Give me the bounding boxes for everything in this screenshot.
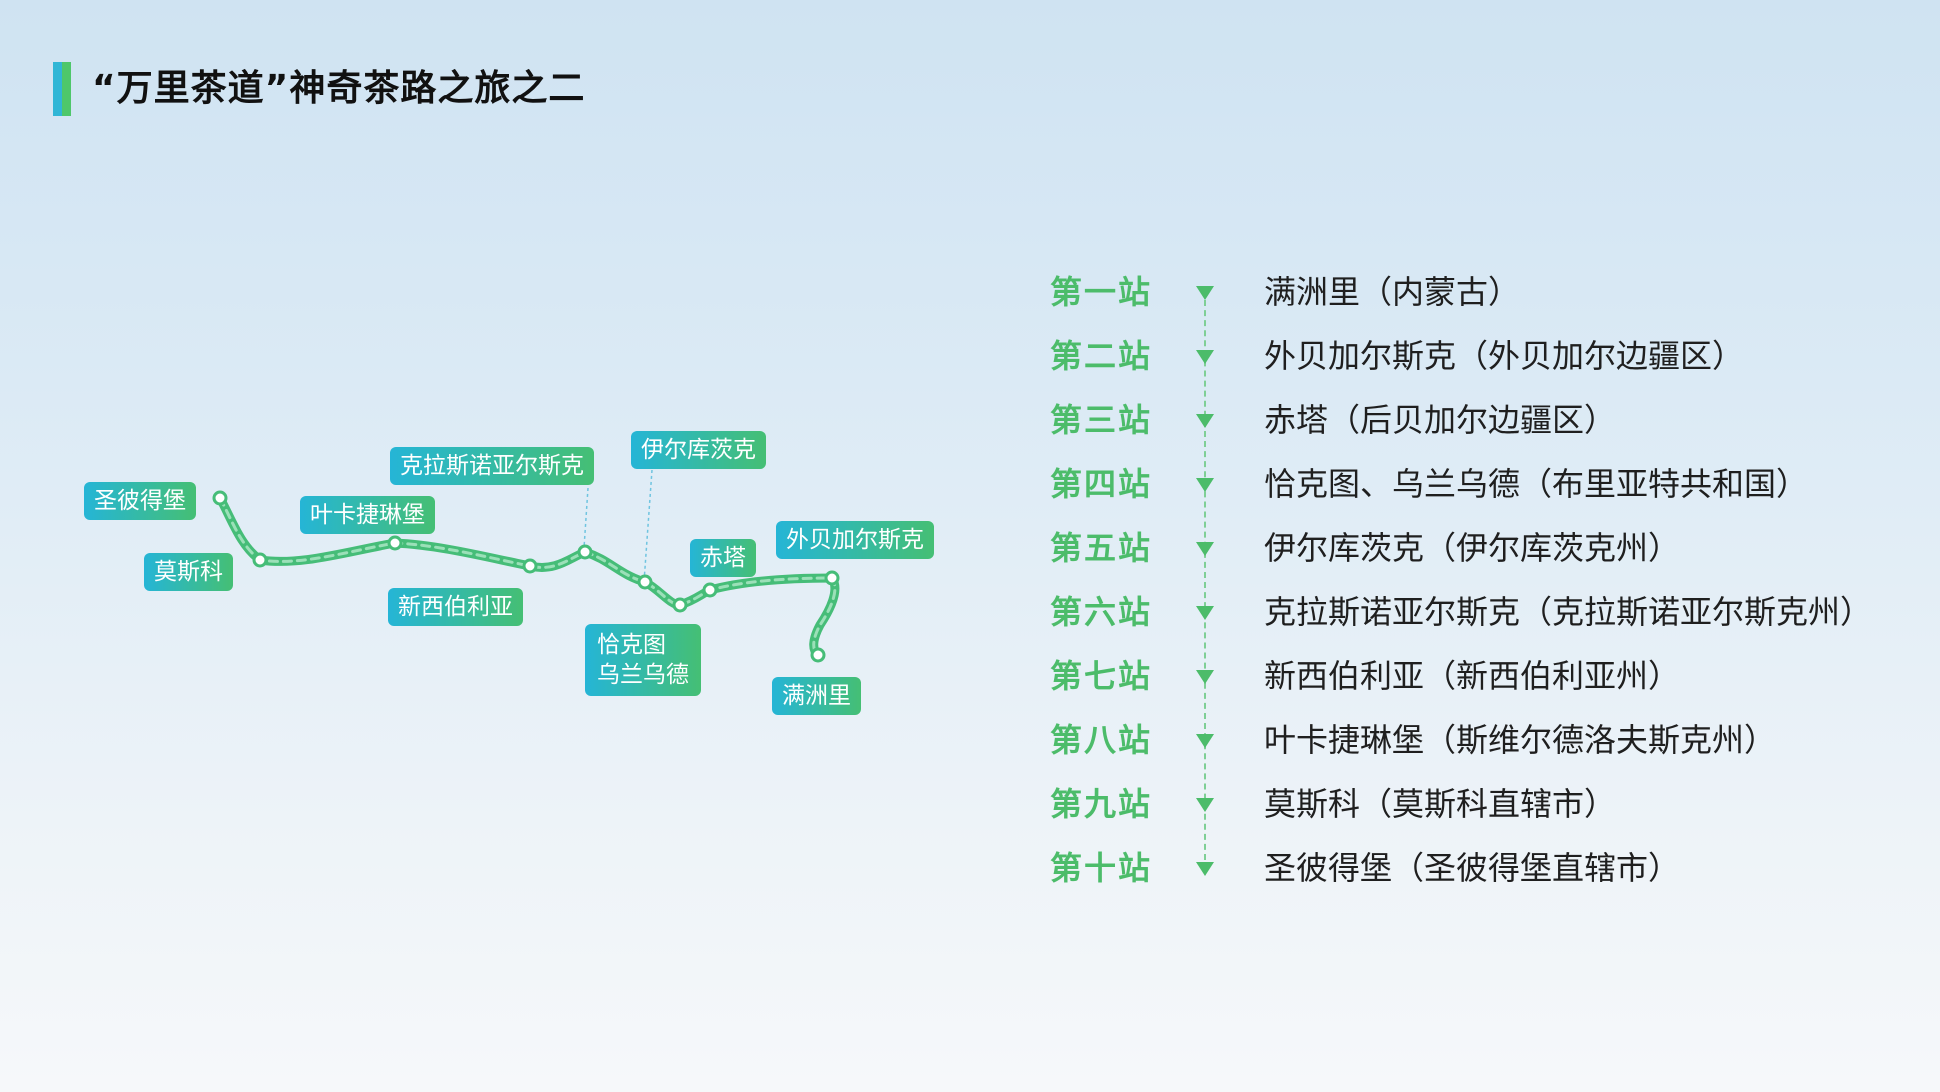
station-name: 外贝加尔斯克（外贝加尔边疆区） [1264, 337, 1745, 375]
route-node [810, 647, 826, 663]
station-name: 圣彼得堡（圣彼得堡直辖市） [1264, 849, 1681, 887]
label-novosibirsk: 新西伯利亚 [388, 588, 523, 626]
route-node [824, 570, 840, 586]
station-name: 满洲里（内蒙古） [1264, 273, 1521, 311]
station-name: 伊尔库茨克（伊尔库茨克州） [1264, 529, 1681, 567]
station-row: 第七站 新西伯利亚（新西伯利亚州） [1050, 648, 1930, 712]
station-name: 恰克图、乌兰乌德（布里亚特共和国） [1264, 465, 1809, 503]
route-node [672, 597, 688, 613]
down-arrow-icon [1196, 414, 1214, 428]
station-timeline-line [1204, 300, 1206, 860]
title-accent-bar [53, 62, 71, 116]
route-node [252, 552, 268, 568]
route-node [577, 544, 593, 560]
route-node [522, 558, 538, 574]
label-irkutsk: 伊尔库茨克 [631, 431, 766, 469]
down-arrow-icon [1196, 286, 1214, 300]
route-node [212, 490, 228, 506]
route-map [212, 469, 840, 663]
label-chita: 赤塔 [690, 539, 756, 577]
station-number: 第五站 [1050, 529, 1153, 567]
route-node [637, 574, 653, 590]
label-connector-line [643, 469, 653, 583]
station-number: 第九站 [1050, 785, 1153, 823]
station-number: 第八站 [1050, 721, 1153, 759]
down-arrow-icon [1196, 350, 1214, 364]
station-row: 第六站 克拉斯诺亚尔斯克（克拉斯诺亚尔斯克州） [1050, 584, 1930, 648]
label-st-petersburg: 圣彼得堡 [84, 482, 196, 520]
station-row: 第三站 赤塔（后贝加尔边疆区） [1050, 392, 1930, 456]
station-name: 叶卡捷琳堡（斯维尔德洛夫斯克州） [1264, 721, 1777, 759]
route-node [702, 582, 718, 598]
label-connector-line [583, 487, 589, 549]
station-number: 第七站 [1050, 657, 1153, 695]
down-arrow-icon [1196, 670, 1214, 684]
station-number: 第四站 [1050, 465, 1153, 503]
station-row: 第四站 恰克图、乌兰乌德（布里亚特共和国） [1050, 456, 1930, 520]
route-node [387, 535, 403, 551]
station-row: 第一站 满洲里（内蒙古） [1050, 264, 1930, 328]
station-name: 克拉斯诺亚尔斯克（克拉斯诺亚尔斯克州） [1264, 593, 1873, 631]
label-manzhouli: 满洲里 [772, 677, 861, 715]
down-arrow-icon [1196, 734, 1214, 748]
station-row: 第九站 莫斯科（莫斯科直辖市） [1050, 776, 1930, 840]
station-row: 第十站 圣彼得堡（圣彼得堡直辖市） [1050, 840, 1930, 904]
down-arrow-icon [1196, 606, 1214, 620]
station-number: 第三站 [1050, 401, 1153, 439]
station-number: 第十站 [1050, 849, 1153, 887]
label-zabaykalsk: 外贝加尔斯克 [776, 521, 934, 559]
station-name: 莫斯科（莫斯科直辖市） [1264, 785, 1617, 823]
station-number: 第六站 [1050, 593, 1153, 631]
label-kyakhta-ulanude: 恰克图 乌兰乌德 [585, 624, 701, 696]
station-row: 第八站 叶卡捷琳堡（斯维尔德洛夫斯克州） [1050, 712, 1930, 776]
page-title: “万里茶道”神奇茶路之旅之二 [92, 68, 586, 109]
station-number: 第一站 [1050, 273, 1153, 311]
down-arrow-icon [1196, 542, 1214, 556]
station-name: 赤塔（后贝加尔边疆区） [1264, 401, 1617, 439]
label-yekaterinburg: 叶卡捷琳堡 [300, 496, 435, 534]
label-moscow: 莫斯科 [144, 553, 233, 591]
down-arrow-icon [1196, 798, 1214, 812]
station-row: 第二站 外贝加尔斯克（外贝加尔边疆区） [1050, 328, 1930, 392]
station-number: 第二站 [1050, 337, 1153, 375]
station-row: 第五站 伊尔库茨克（伊尔库茨克州） [1050, 520, 1930, 584]
down-arrow-icon [1196, 862, 1214, 876]
label-krasnoyarsk: 克拉斯诺亚尔斯克 [390, 447, 594, 485]
down-arrow-icon [1196, 478, 1214, 492]
station-name: 新西伯利亚（新西伯利亚州） [1264, 657, 1681, 695]
